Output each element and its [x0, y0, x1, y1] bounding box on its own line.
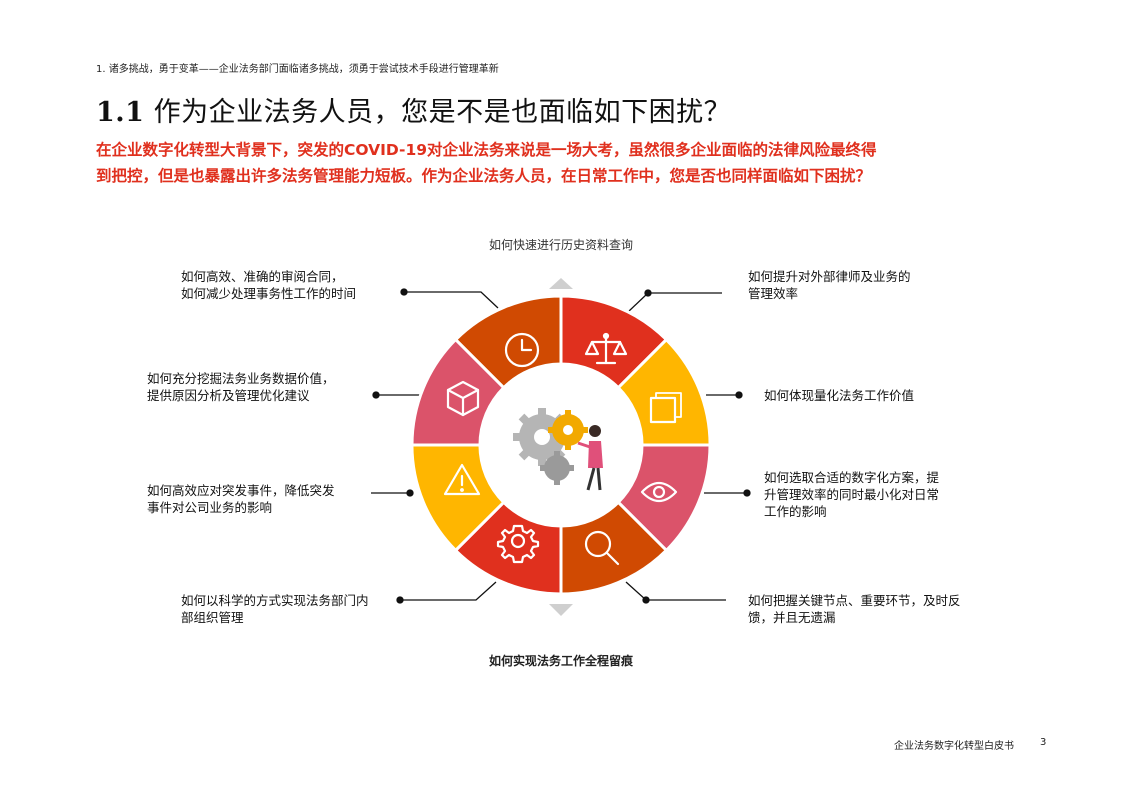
gear-icon: [496, 524, 540, 564]
intro-line: 在企业数字化转型大背景下，突发的COVID-19对企业法务来说是一场大考，虽然很…: [96, 141, 877, 159]
top-arrow-icon: [549, 278, 573, 289]
question-copy: 如何体现量化法务工作价值: [764, 387, 914, 404]
question-line: 如何充分挖掘法务业务数据价值，: [147, 371, 335, 386]
question-clock: 如何高效、准确的审阅合同， 如何减少处理事务性工作的时间: [181, 268, 356, 302]
warning-icon: [443, 463, 481, 496]
bottom-arrow-icon: [549, 604, 573, 616]
question-line: 如何以科学的方式实现法务部门内: [181, 593, 369, 608]
scale-icon: [584, 332, 628, 365]
question-line: 提供原因分析及管理优化建议: [147, 388, 310, 403]
question-search: 如何把握关键节点、重要环节，及时反 馈，并且无遗漏: [748, 592, 961, 626]
question-line: 如何把握关键节点、重要环节，及时反: [748, 593, 961, 608]
intro-line: 到把控，但是也暴露出许多法务管理能力短板。作为企业法务人员，在日常工作中，您是否…: [96, 167, 872, 185]
question-line: 部组织管理: [181, 610, 244, 625]
question-line: 如何选取合适的数字化方案，提: [764, 470, 940, 485]
gears-illustration: [513, 408, 603, 491]
question-cube: 如何充分挖掘法务业务数据价值， 提供原因分析及管理优化建议: [147, 370, 335, 404]
eye-icon: [640, 481, 678, 503]
question-line: 如何高效应对突发事件，降低突发: [147, 483, 335, 498]
cube-icon: [446, 380, 480, 417]
bottom-label: 如何实现法务工作全程留痕: [488, 654, 633, 668]
question-scale: 如何提升对外部律师及业务的 管理效率: [748, 268, 911, 302]
question-line: 如何高效、准确的审阅合同，: [181, 269, 344, 284]
question-gear: 如何以科学的方式实现法务部门内 部组织管理: [181, 592, 369, 626]
question-line: 如何减少处理事务性工作的时间: [181, 286, 357, 301]
question-line: 如何体现量化法务工作价值: [764, 388, 915, 403]
segment-cube: [410, 337, 506, 447]
intro-paragraph: 在企业数字化转型大背景下，突发的COVID-19对企业法务来说是一场大考，虽然很…: [96, 137, 1056, 189]
section-number: 1.1: [96, 97, 145, 128]
question-line: 如何提升对外部律师及业务的: [748, 269, 911, 284]
page-number: 3: [1040, 737, 1047, 748]
connector-lines: [371, 288, 751, 604]
question-line: 工作的影响: [764, 504, 827, 519]
footer-title: 企业法务数字化转型白皮书: [894, 741, 1014, 752]
question-line: 管理效率: [748, 286, 799, 301]
person-head: [589, 425, 601, 437]
question-line: 升管理效率的同时最小化对日常: [764, 487, 940, 502]
question-warning: 如何高效应对突发事件，降低突发 事件对公司业务的影响: [147, 482, 335, 516]
top-label: 如何快速进行历史资料查询: [488, 238, 633, 252]
page-title: 1.1 作为企业法务人员，您是不是也面临如下困扰？: [96, 90, 731, 129]
copy-icon: [649, 392, 682, 424]
question-eye: 如何选取合适的数字化方案，提 升管理效率的同时最小化对日常 工作的影响: [764, 469, 939, 520]
question-line: 馈，并且无遗漏: [748, 610, 836, 625]
search-icon: [584, 530, 620, 566]
breadcrumb: 1. 诸多挑战，勇于变革——企业法务部门面临诸多挑战，须勇于尝试技术手段进行管理…: [96, 64, 499, 75]
question-line: 事件对公司业务的影响: [147, 500, 273, 515]
clock-icon: [504, 332, 540, 368]
section-title: 作为企业法务人员，您是不是也面临如下困扰？: [153, 97, 732, 128]
